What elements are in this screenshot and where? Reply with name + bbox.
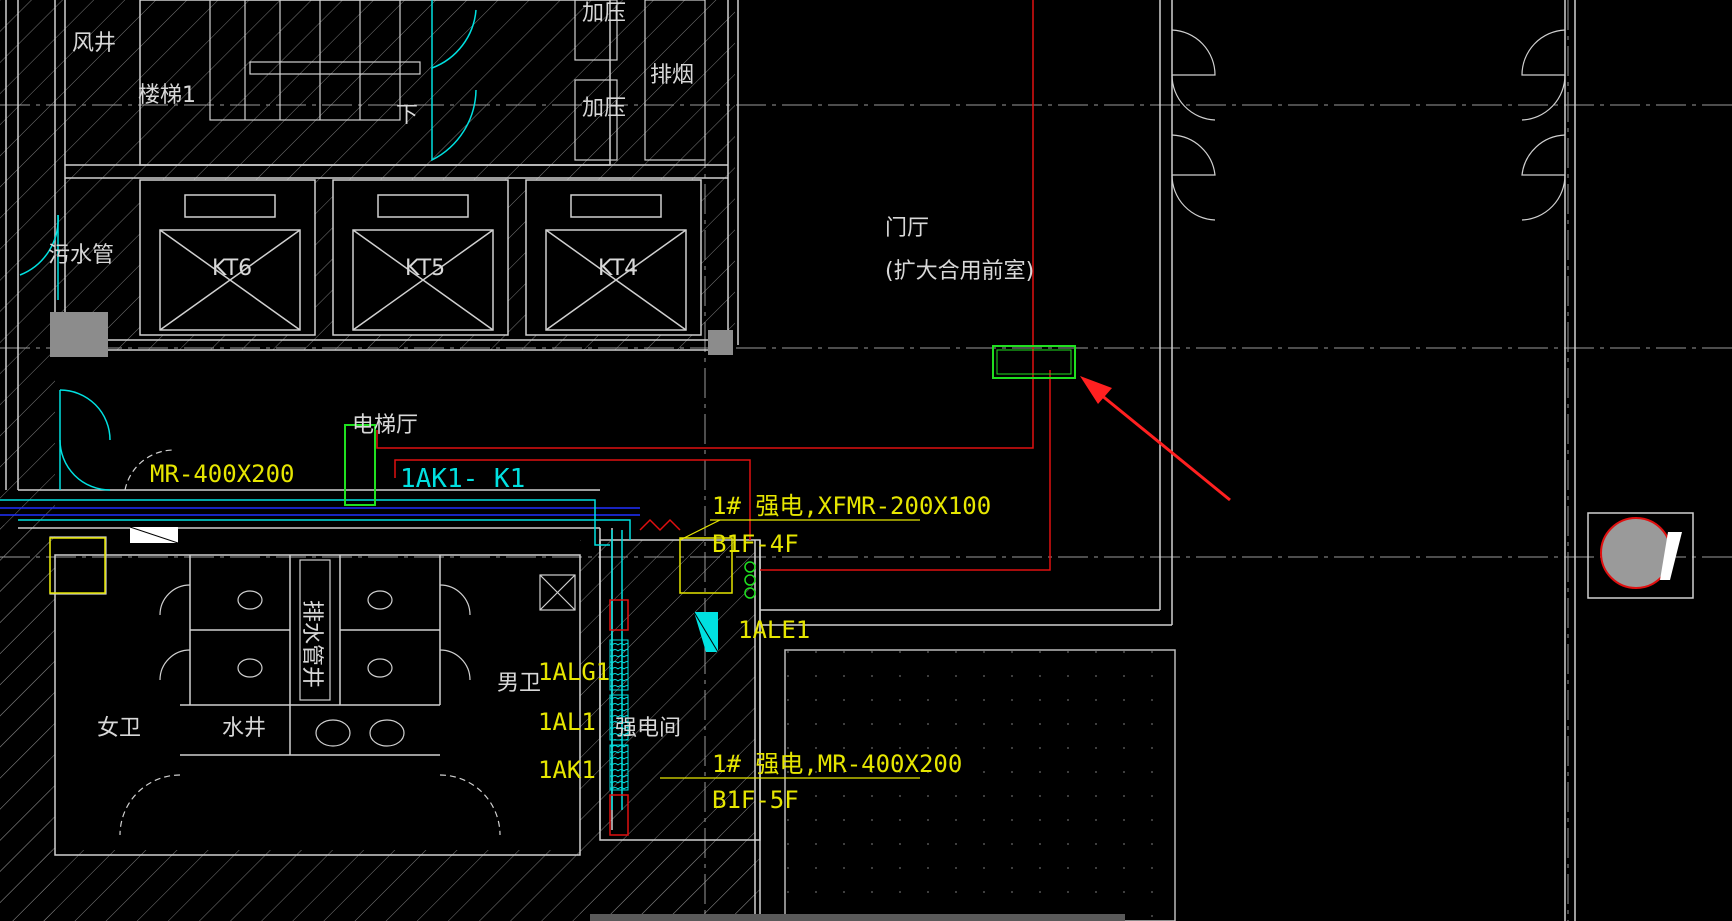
red-power-lines bbox=[376, 0, 1051, 836]
leader-lines bbox=[660, 519, 920, 779]
label-pressurize-1: 加压 bbox=[582, 1, 626, 26]
label-bus-mr-2: 1# 强电,MR-400X200 bbox=[712, 750, 962, 778]
label-stair: 楼梯1 bbox=[138, 83, 196, 108]
green-boxes bbox=[344, 345, 1076, 506]
label-floor-mr: B1F-5F bbox=[712, 786, 799, 814]
walls bbox=[5, 0, 1694, 921]
label-drain-pipe: 排水管井 bbox=[299, 600, 324, 688]
label-lobby-sub: (扩大合用前室) bbox=[885, 259, 1034, 284]
label-bus-xfmr: 1# 强电,XFMR-200X100 bbox=[712, 492, 991, 520]
label-elevator-6: KT6 bbox=[212, 256, 252, 281]
label-electrical-room: 强电间 bbox=[615, 716, 681, 741]
label-exhaust: 排烟 bbox=[650, 63, 694, 88]
label-sewer-pipe: 污水管 bbox=[48, 243, 114, 268]
round-column bbox=[1600, 517, 1682, 589]
label-al1: 1AL1 bbox=[538, 708, 596, 736]
label-elevator-hall: 电梯厅 bbox=[352, 413, 418, 438]
label-elevator-5: KT5 bbox=[405, 256, 445, 281]
label-panel-k1: 1AK1- K1 bbox=[400, 464, 525, 494]
label-mens-wc: 男卫 bbox=[497, 671, 541, 696]
cyan-doors bbox=[19, 0, 477, 491]
columns bbox=[50, 312, 733, 357]
label-elevator-4: KT4 bbox=[598, 256, 638, 281]
label-womens-wc: 女卫 bbox=[97, 716, 141, 741]
label-down: 下 bbox=[396, 103, 418, 128]
panels bbox=[49, 526, 756, 791]
label-lobby: 门厅 bbox=[885, 216, 929, 241]
label-water-well: 水井 bbox=[222, 716, 266, 741]
fixtures bbox=[49, 536, 576, 747]
label-air-shaft: 风井 bbox=[72, 31, 116, 56]
elevator-shafts bbox=[139, 179, 702, 336]
label-bus-mr: MR-400X200 bbox=[150, 460, 295, 488]
label-ale1: 1ALE1 bbox=[738, 616, 810, 644]
label-alg1: 1ALG1 bbox=[538, 658, 610, 686]
label-ak1: 1AK1 bbox=[538, 756, 596, 784]
label-pressurize-2: 加压 bbox=[582, 96, 626, 121]
door-arcs bbox=[119, 29, 1566, 836]
bottom-strip bbox=[590, 914, 1125, 921]
stair bbox=[209, 0, 706, 161]
red-arrow bbox=[1080, 376, 1231, 502]
label-floor-xfmr: B1F-4F bbox=[712, 530, 799, 558]
dotted-area bbox=[784, 649, 1176, 921]
